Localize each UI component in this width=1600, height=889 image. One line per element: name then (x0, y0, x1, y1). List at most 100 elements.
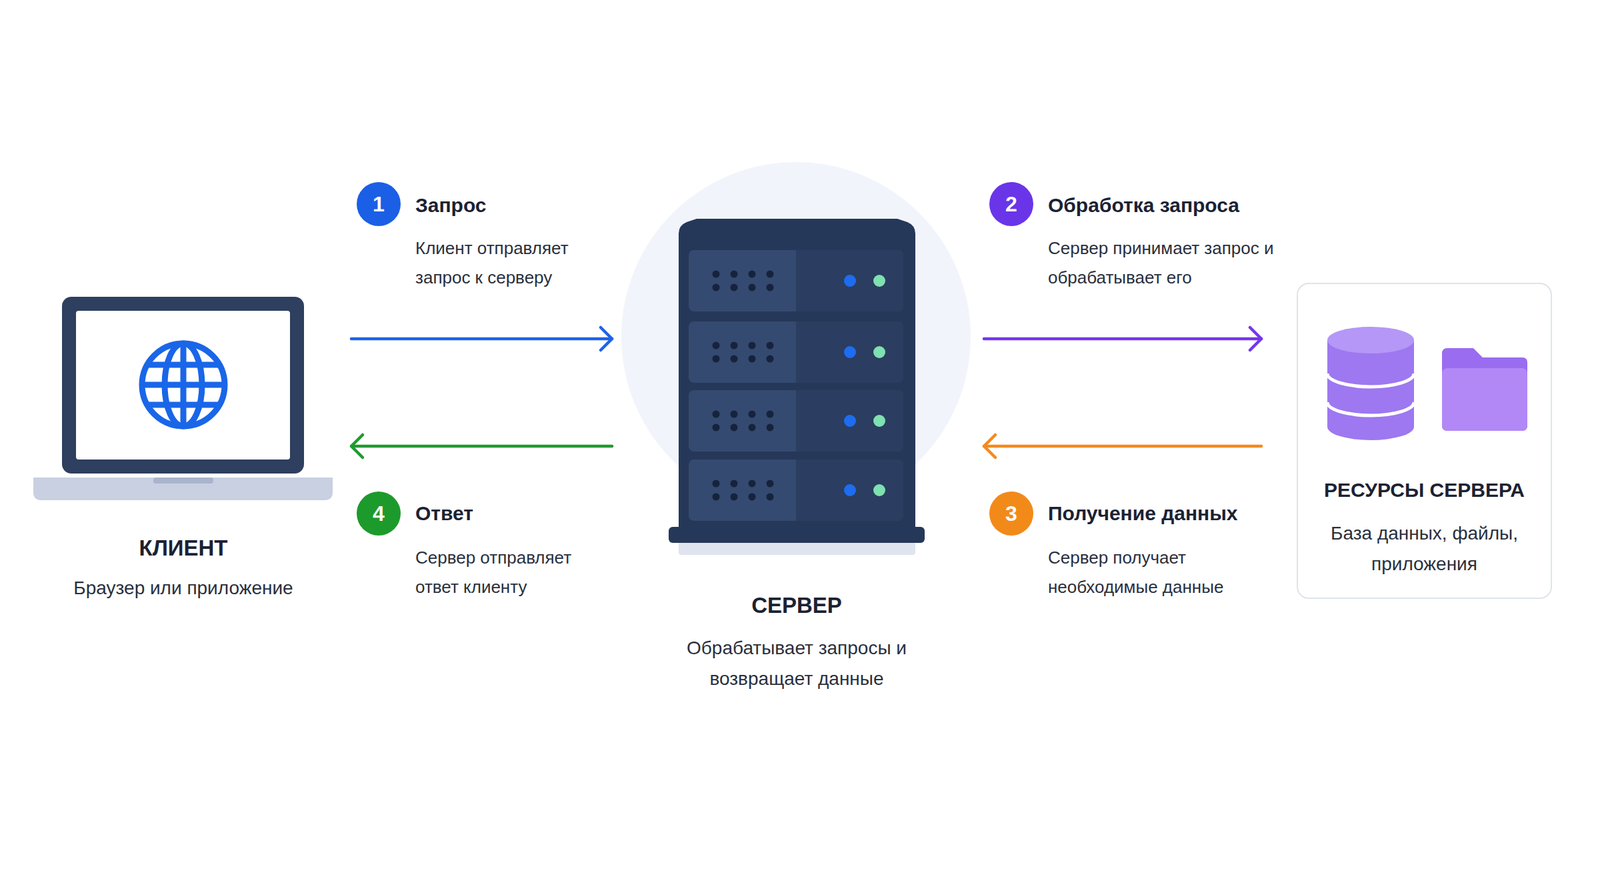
vent-dot (730, 480, 738, 488)
globe-parallel (147, 402, 220, 408)
server-feet (678, 541, 916, 555)
vent-dot (766, 424, 774, 432)
status-led (844, 274, 856, 287)
unit-panel (688, 250, 904, 312)
vent-dot (730, 342, 738, 350)
laptop-notch (153, 477, 214, 484)
vent-dot (748, 270, 756, 278)
arrow-head (351, 434, 363, 458)
step-number: 1 (356, 182, 401, 226)
vent-dot (712, 284, 720, 292)
arrow-head (600, 327, 612, 350)
unit-panel (688, 459, 904, 521)
vent-dot (748, 284, 756, 292)
vent-dot (730, 410, 738, 418)
node-title: СЕРВЕР (751, 592, 842, 619)
step-number: 2 (989, 182, 1034, 226)
laptop-base (33, 477, 333, 500)
server-unit (688, 321, 904, 383)
vent-dot (730, 270, 738, 278)
vent-dot (730, 493, 738, 501)
vent-dot (712, 410, 720, 418)
database-ring (1327, 373, 1414, 387)
connector-arrow (351, 434, 612, 458)
vent-dot (766, 355, 774, 363)
arrow-head (1250, 327, 1262, 350)
database-ring (1327, 402, 1414, 416)
arrow-head (984, 434, 996, 458)
vent-dot (766, 342, 774, 350)
server-unit (688, 250, 904, 312)
database-top (1327, 326, 1414, 354)
vent-dots (712, 342, 774, 363)
vent-dots (712, 270, 774, 292)
status-led (873, 484, 886, 496)
unit-panel-right (796, 321, 904, 383)
status-led (873, 414, 886, 427)
vent-dots (712, 410, 774, 432)
vent-dots (712, 480, 774, 501)
vent-dot (712, 342, 720, 350)
step-number: 4 (356, 491, 401, 536)
step-description: Клиент отправляет запрос к серверу (415, 233, 616, 292)
vent-dot (766, 493, 774, 501)
step-title: Получение данных (1048, 501, 1238, 526)
vent-dot (712, 424, 720, 432)
laptop-icon (33, 296, 333, 500)
server-unit (688, 390, 904, 452)
globe-parallel (147, 362, 220, 368)
step-title: Ответ (415, 501, 474, 526)
vent-dot (766, 480, 774, 488)
vent-dot (712, 355, 720, 363)
unit-panel-right (796, 250, 810, 312)
resources-box: РЕСУРСЫ СЕРВЕРАБаза данных, файлы, прило… (1296, 282, 1552, 599)
connector-arrow (984, 327, 1262, 350)
step-description: Сервер отправляет ответ клиенту (415, 542, 616, 602)
status-led (844, 484, 856, 496)
globe-outline (142, 343, 225, 426)
vent-dot (748, 342, 756, 350)
server-node: СЕРВЕРОбрабатывает запросы и возвращает … (668, 218, 925, 699)
folder-back (1442, 348, 1528, 431)
server-body (678, 218, 916, 531)
server-unit (688, 459, 904, 521)
vent-dot (730, 355, 738, 363)
step-description: Сервер получает необходимые данные (1048, 542, 1255, 602)
connector-line (984, 337, 1262, 341)
status-led (844, 414, 856, 427)
globe-equator (142, 382, 225, 388)
server-icon (668, 218, 925, 555)
client-node: КЛИЕНТБраузер или приложение (33, 296, 334, 610)
folder-icon (1442, 348, 1528, 431)
step-title: Обработка запроса (1048, 193, 1240, 218)
vent-dot (748, 355, 756, 363)
node-description: Браузер или приложение (73, 576, 293, 600)
step-number: 3 (989, 491, 1034, 536)
vent-dot (748, 410, 756, 418)
unit-panel-right (796, 390, 810, 452)
connector-line (351, 444, 612, 448)
vent-dot (712, 270, 720, 278)
vent-dot (712, 493, 720, 501)
database-body (1327, 340, 1414, 440)
unit-panel (688, 321, 904, 383)
connector-arrow (984, 434, 1262, 458)
vent-dot (748, 493, 756, 501)
step-description: Сервер принимает запрос и обрабатывает е… (1048, 233, 1287, 292)
vent-dot (712, 480, 720, 488)
status-led (873, 346, 886, 358)
laptop-screen (76, 310, 290, 460)
server-base (668, 526, 925, 543)
status-led (844, 346, 856, 358)
connector-line (984, 444, 1262, 448)
step-title: Запрос (415, 193, 487, 218)
unit-panel-right (796, 321, 810, 383)
unit-panel-right (796, 459, 904, 521)
unit-panel-right (796, 459, 810, 521)
laptop-bezel (62, 296, 304, 474)
database-icon (1327, 326, 1414, 440)
folder-front (1442, 368, 1528, 431)
vent-dot (730, 424, 738, 432)
